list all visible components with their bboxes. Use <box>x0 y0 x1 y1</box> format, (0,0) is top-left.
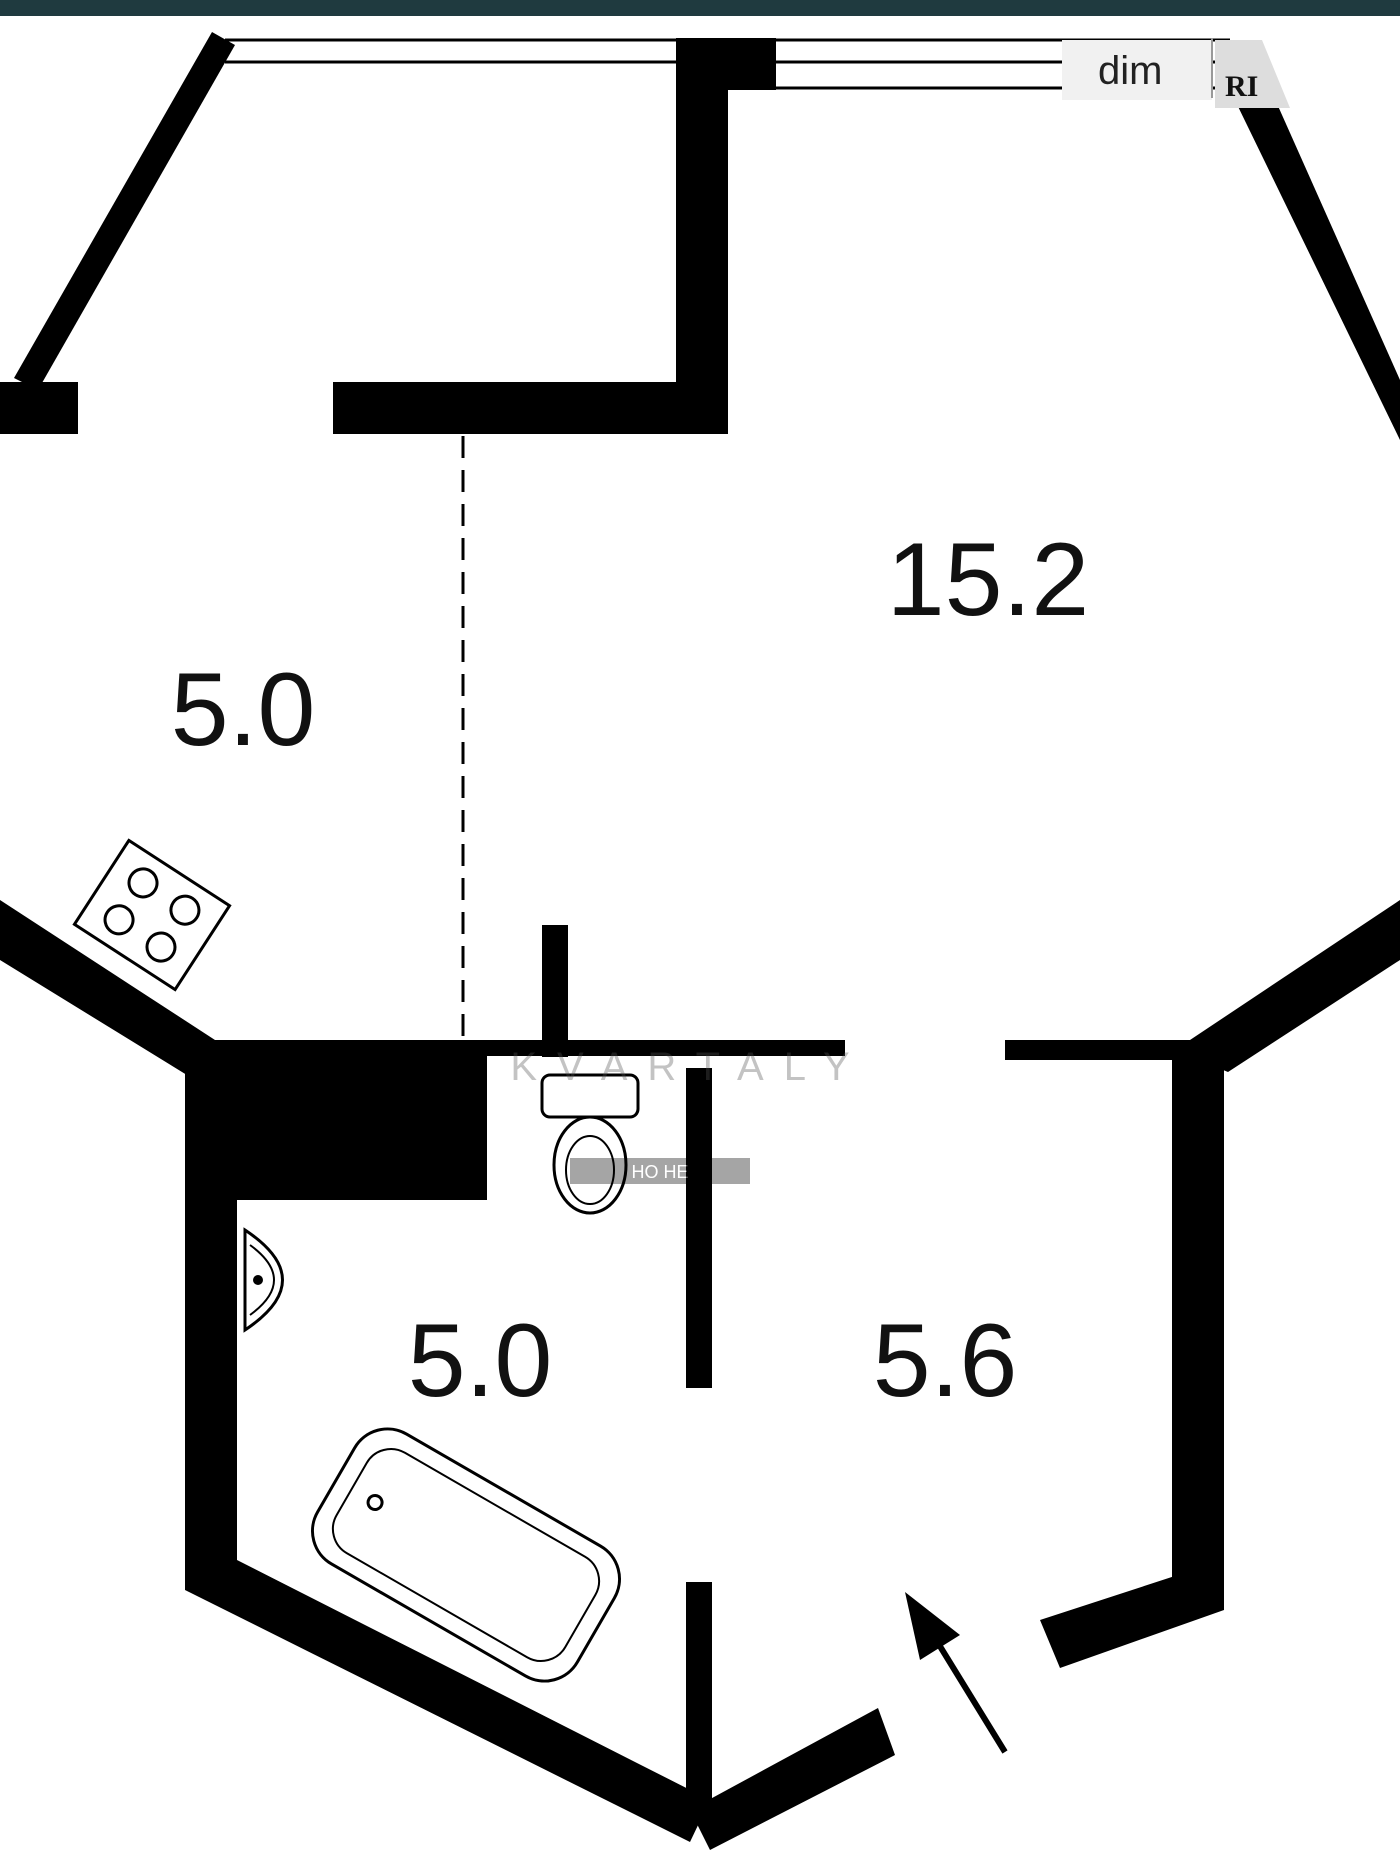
room-area-kitchen: 5.0 <box>171 652 316 768</box>
watermark: KVARTALY НО НЕ <box>510 1045 869 1184</box>
stove-icon <box>72 838 232 992</box>
top-bar <box>0 0 1400 16</box>
bathtub-icon <box>311 1427 621 1683</box>
toilet-icon <box>540 1073 640 1215</box>
walls <box>0 32 1400 1850</box>
watermark-word: KVARTALY <box>510 1045 869 1089</box>
corner-badge: RI <box>1225 70 1258 103</box>
room-area-hallway: 5.6 <box>873 1303 1018 1419</box>
room-area-living: 15.2 <box>887 522 1089 638</box>
sink-icon <box>243 1227 284 1333</box>
corner-watermark: dim RI <box>1062 38 1290 108</box>
entrance-arrow-icon <box>905 1592 1008 1754</box>
watermark-subtext: НО НЕ <box>631 1162 688 1182</box>
room-area-bathroom: 5.0 <box>408 1303 553 1419</box>
corner-text: dim <box>1098 49 1162 93</box>
